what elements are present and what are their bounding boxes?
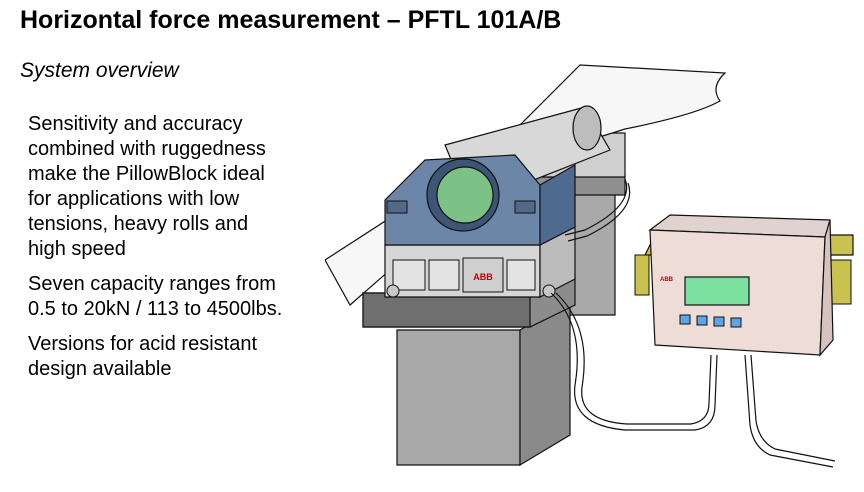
abb-logo-unit: ABB	[660, 277, 674, 283]
bullet-line: design available	[28, 358, 172, 380]
signal-cables	[550, 178, 836, 468]
slide-subtitle: System overview	[20, 59, 179, 82]
abb-logo-loadcell: ABB	[473, 272, 493, 282]
keypad-button	[713, 316, 725, 327]
electronics-unit: ABB	[634, 214, 854, 357]
bullet-line: Versions for acid resistant	[28, 333, 257, 355]
bullet-line: make the PillowBlock ideal	[28, 163, 265, 185]
slide-title: Horizontal force measurement – PFTL 101A…	[20, 6, 562, 34]
bullet-line: 0.5 to 20kN / 113 to 4500lbs.	[28, 298, 283, 320]
bullet-line: high speed	[28, 238, 126, 260]
pillowblock-system-illustration: ABB ABB	[325, 64, 854, 468]
lcd-display	[684, 276, 750, 306]
bullet-sensitivity: Sensitivity and accuracy combined with r…	[28, 112, 348, 262]
bullet-line: tensions, heavy rolls and	[28, 213, 249, 235]
bullet-line: combined with ruggedness	[28, 138, 266, 160]
bullet-list: Sensitivity and accuracy combined with r…	[28, 112, 348, 392]
paper-web	[325, 64, 727, 306]
bullet-line: for applications with low	[28, 188, 240, 210]
bullet-line: Seven capacity ranges from	[28, 273, 276, 295]
bullet-line: Sensitivity and accuracy	[28, 113, 243, 135]
keypad-button	[730, 317, 742, 328]
bullet-acid-resistant: Versions for acid resistant design avail…	[28, 332, 348, 382]
front-pedestal: ABB	[362, 154, 576, 467]
keypad-button	[679, 314, 691, 325]
keypad-button	[696, 315, 708, 326]
bullet-capacity-ranges: Seven capacity ranges from 0.5 to 20kN /…	[28, 272, 348, 322]
